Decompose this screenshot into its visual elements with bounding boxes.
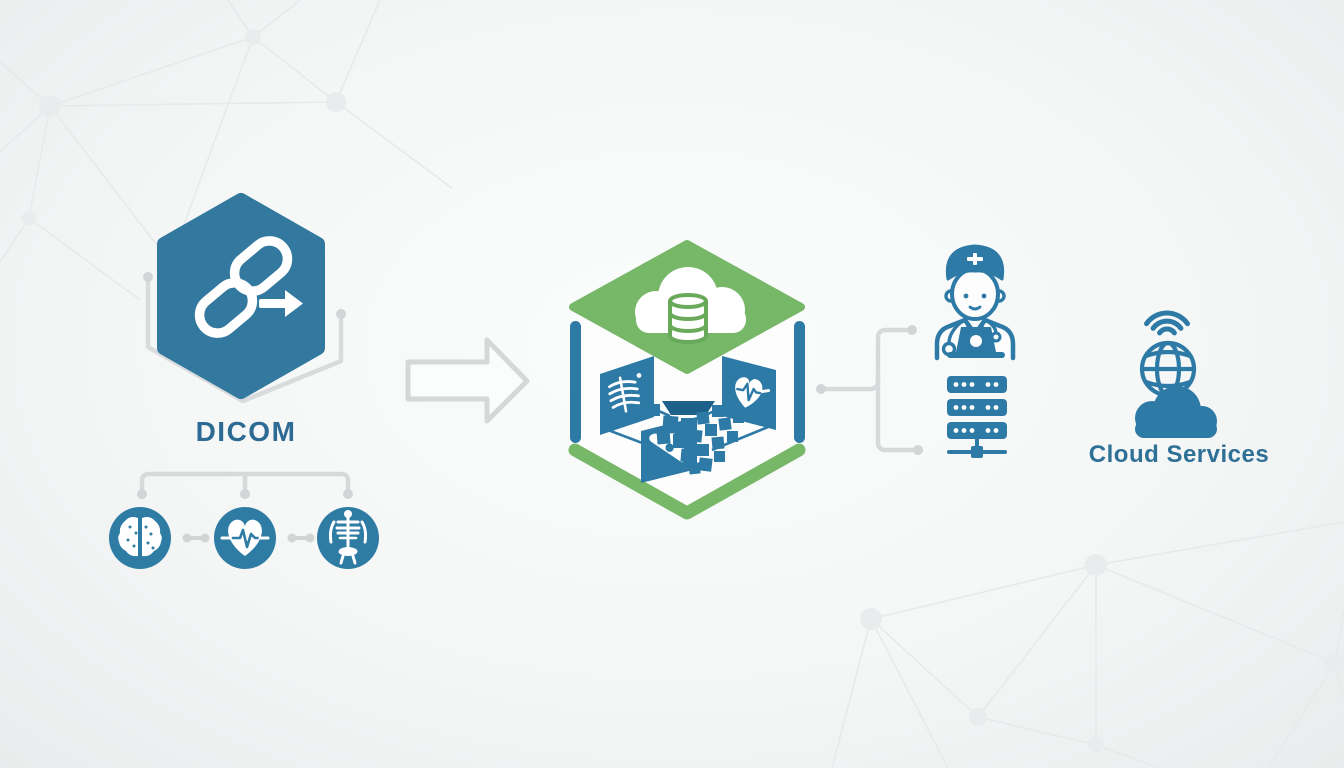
cube-consumers-connector: [816, 325, 923, 455]
modality-heart: [214, 507, 276, 569]
cube-left-edge: [570, 321, 581, 443]
network-nodes-top-left: [22, 29, 346, 225]
cloud-icon: [1135, 386, 1217, 438]
network-nodes-bottom-right: [860, 554, 1344, 753]
wifi-signal-icon: [1144, 310, 1190, 336]
laptop: [947, 327, 1005, 358]
modality-skeleton: [317, 507, 379, 569]
dicom-bracket-connector: [143, 272, 346, 404]
server-network-stand: [947, 439, 1007, 458]
chain-link-arrow-icon: [194, 236, 303, 338]
cap-cross: [967, 253, 983, 265]
data-blocks-icon: [648, 399, 744, 475]
right-arrow-outline-icon: [405, 337, 530, 424]
brain-icon: [118, 517, 162, 557]
integration-cube: [568, 240, 806, 520]
chest-xray-panel: [600, 356, 654, 435]
dicom-hexagon: [157, 193, 325, 399]
dicom-node: [157, 193, 325, 399]
heart-monitor-panel: [722, 356, 776, 430]
modality-connector-2: [287, 533, 315, 543]
dicom-label: DICOM: [196, 416, 297, 447]
doctor-face: [950, 267, 1000, 321]
cube-bottom-face: [568, 443, 806, 520]
modality-brain: [109, 507, 171, 569]
heart-ecg-icon: [220, 519, 270, 556]
cloud-database-icon: [635, 267, 746, 344]
server-stack-icon: [947, 376, 1007, 458]
cube-right-edge: [794, 321, 805, 443]
modality-connector-1: [182, 533, 210, 543]
doctor-laptop-icon: [934, 244, 1016, 361]
stethoscope: [947, 321, 962, 345]
globe-icon: [1139, 340, 1197, 398]
network-pattern-bottom-right: [831, 521, 1344, 768]
cloud-services-label: Cloud Services: [1089, 441, 1269, 468]
network-pattern-top-left: [0, 0, 453, 301]
skeleton-icon: [328, 510, 368, 565]
modalities-bracket-connector: [137, 471, 353, 499]
cloud-services-node: Cloud Services: [1089, 310, 1269, 468]
